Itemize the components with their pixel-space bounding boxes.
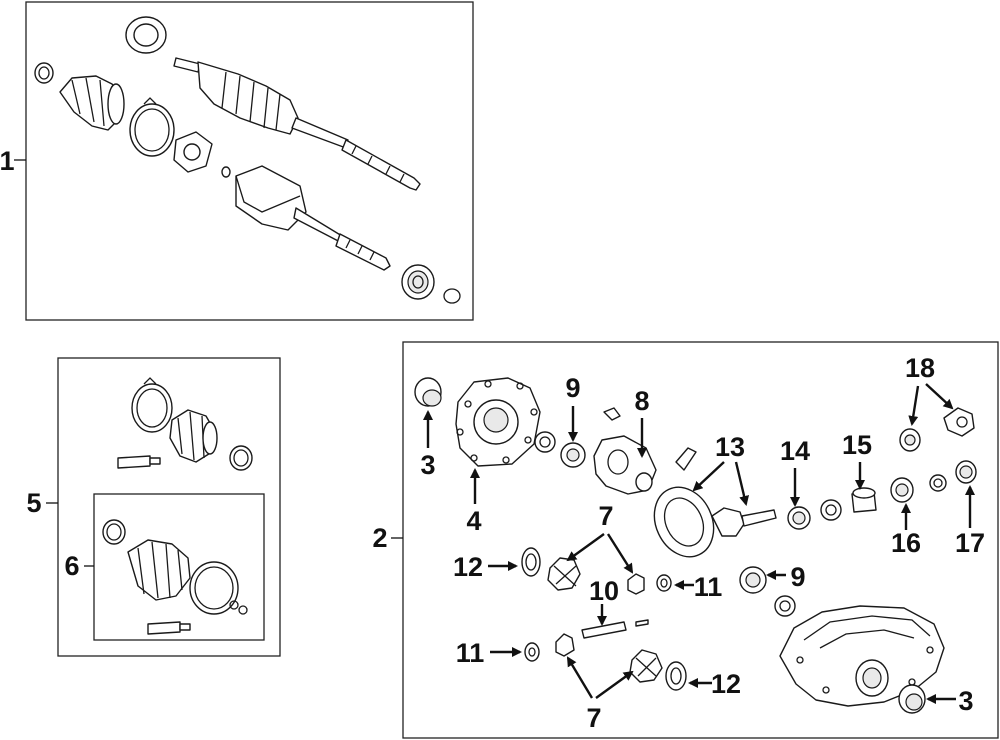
callout-11-top[interactable]: 11	[694, 572, 723, 602]
callout-2[interactable]: 2	[372, 523, 387, 553]
callout-9-top[interactable]: 9	[565, 373, 580, 403]
callout-6[interactable]: 6	[64, 551, 79, 581]
differential-panel: 2 3 4 9	[372, 341, 999, 739]
callout-16[interactable]: 16	[891, 528, 921, 558]
callout-5[interactable]: 5	[26, 488, 41, 518]
callout-15[interactable]: 15	[842, 430, 872, 460]
washer-12-bottom	[665, 661, 687, 691]
spacer-ring	[820, 499, 842, 521]
callout-13[interactable]: 13	[715, 432, 745, 462]
bearing-9-right	[739, 566, 796, 617]
callout-7-top[interactable]: 7	[598, 501, 613, 531]
nut-small	[929, 474, 947, 492]
seal-3-top	[414, 377, 442, 407]
boot-kit-panel: 5 6	[26, 357, 281, 657]
washer-near-cover	[534, 431, 556, 453]
flange-18	[899, 407, 975, 452]
seal-ring-top	[125, 16, 167, 54]
outer-boot-kit	[117, 377, 253, 471]
callout-10[interactable]: 10	[589, 576, 619, 606]
axle-shaft-frame	[25, 1, 474, 321]
callout-12-bottom[interactable]: 12	[711, 669, 741, 699]
tripod-joint	[173, 131, 213, 173]
drive-shaft-outer	[173, 57, 421, 191]
snap-ring-bearing	[443, 288, 461, 304]
washer-11-bottom	[524, 642, 540, 662]
side-gear-7-top	[547, 557, 645, 595]
callout-11-bottom[interactable]: 11	[456, 638, 485, 668]
callout-9-right[interactable]: 9	[790, 562, 805, 592]
callout-3-bottom[interactable]: 3	[958, 686, 973, 716]
axle-shaft-panel: 1	[0, 1, 474, 321]
seal-3-bottom	[898, 684, 926, 714]
shaft-bearing	[401, 264, 435, 300]
seal-17	[955, 460, 977, 484]
bearing-16	[890, 477, 914, 503]
callout-1[interactable]: 1	[0, 146, 15, 176]
differential-housing	[779, 605, 945, 707]
callout-7-bottom[interactable]: 7	[586, 703, 601, 733]
callout-8[interactable]: 8	[634, 386, 649, 416]
callout-17[interactable]: 17	[955, 528, 985, 558]
callout-12-top[interactable]: 12	[453, 552, 483, 582]
drive-shaft-inner	[235, 165, 391, 271]
callout-3-top[interactable]: 3	[420, 450, 435, 480]
diff-cover-4	[455, 377, 541, 467]
washer-12-top	[521, 547, 541, 577]
boot-clamp-small	[34, 62, 54, 84]
boot-clamp-large	[129, 97, 175, 157]
cv-boot-left	[59, 75, 125, 131]
callout-14[interactable]: 14	[780, 436, 810, 466]
bearing-14	[787, 506, 811, 530]
callout-18[interactable]: 18	[905, 353, 935, 383]
snap-ring-small	[221, 166, 231, 178]
callout-4[interactable]: 4	[466, 506, 481, 536]
bearing-9-top	[560, 442, 586, 468]
shim-plate	[675, 447, 697, 471]
inner-boot-kit	[102, 519, 248, 635]
washer-11-top	[656, 574, 672, 592]
pinion-shaft-10	[581, 619, 649, 639]
collar-15	[851, 487, 877, 513]
ring-pinion-13	[653, 486, 777, 558]
